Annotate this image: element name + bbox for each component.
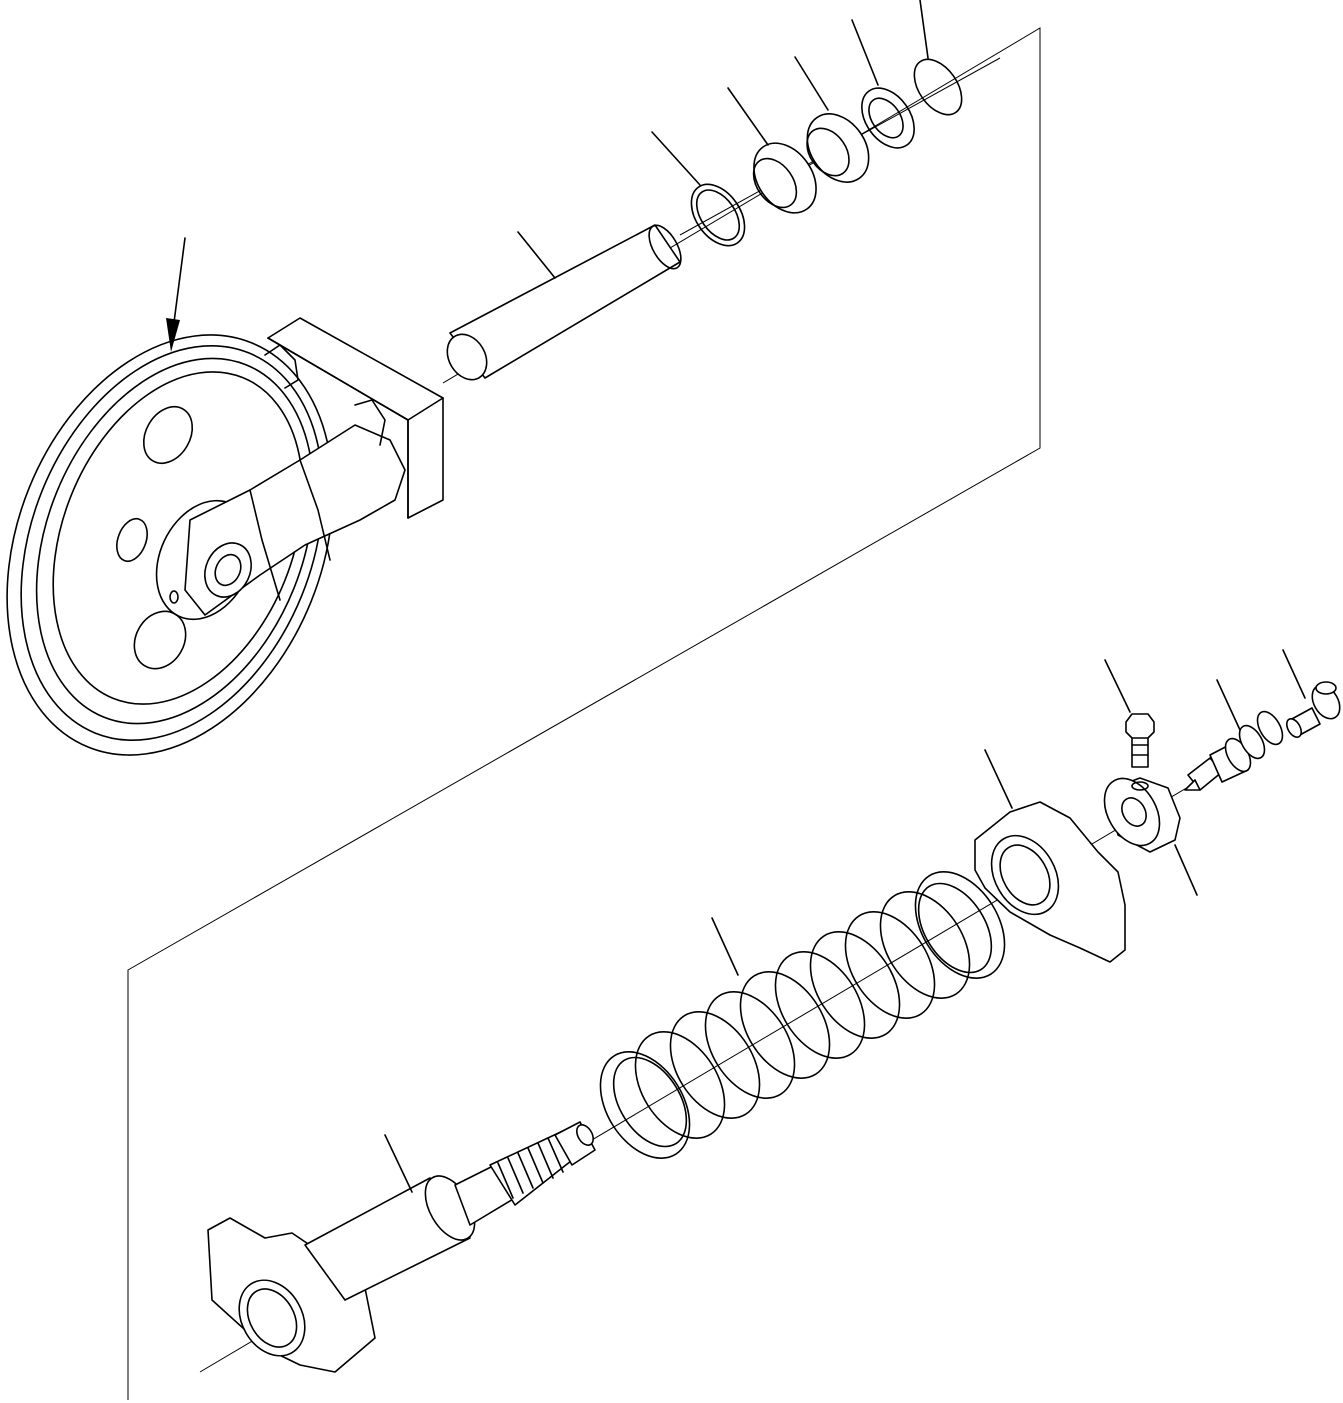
snap-ring [651,131,746,247]
pin [446,224,682,381]
recoil-spring [599,871,1006,1159]
idler-pointer-arrow [166,237,186,352]
yoke-block [169,317,444,616]
upper-reference-panel [127,27,1041,1400]
nut [1103,777,1198,896]
spring-retainer [974,749,1126,963]
grease-valve [1184,679,1284,791]
bushing [794,56,870,183]
o-ring [913,0,963,116]
bolt [1104,659,1155,768]
recoil-rod [207,1121,596,1373]
thrust-washer [851,19,915,149]
grease-fitting [1282,649,1341,738]
bushing [727,87,817,214]
